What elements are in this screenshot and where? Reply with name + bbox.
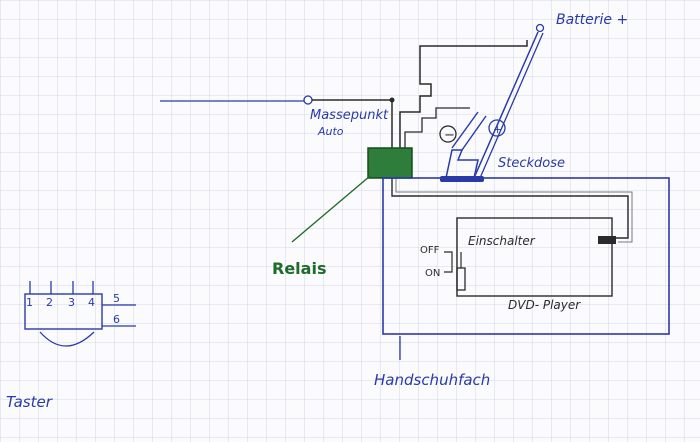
button-body: [24, 293, 103, 330]
battery-plus-wire: [473, 31, 539, 179]
dvd-player-box: [456, 217, 613, 297]
label-off: OFF: [420, 245, 440, 256]
label-minus: −: [444, 128, 455, 143]
dvd-power-wire-2: [395, 178, 633, 243]
label-switch: Einschalter: [468, 234, 536, 248]
socket-minus-wire: [404, 107, 470, 152]
label-socket: Steckdose: [498, 156, 565, 171]
junction-dot: [389, 97, 395, 103]
relay-pointer-line: [291, 175, 371, 243]
button-arc: [39, 331, 95, 347]
battery-terminal-icon: [535, 23, 545, 33]
label-glovebox: Handschuhfach: [374, 371, 490, 389]
label-on: ON: [425, 268, 440, 279]
label-battery: Batterie +: [556, 12, 628, 28]
relay-block: [367, 147, 413, 179]
pin-label-4: 4: [88, 296, 95, 309]
pin-label-3: 3: [68, 296, 75, 309]
pin-label-2: 2: [46, 296, 53, 309]
label-ground-auto: Auto: [317, 125, 344, 138]
label-relay: Relais: [272, 259, 326, 278]
pin-label-6: 6: [113, 313, 120, 326]
socket-base: [440, 176, 484, 182]
plus-circle-icon: [488, 119, 506, 137]
glovebox-outline: [382, 177, 670, 335]
switch-lever: [444, 251, 453, 273]
dvd-power-wire: [391, 178, 629, 239]
pin-label-5: 5: [113, 292, 120, 305]
socket-body: [451, 111, 487, 151]
dvd-plug-icon: [598, 236, 616, 244]
pin-label-1: 1: [26, 296, 33, 309]
label-dvd: DVD- Player: [508, 298, 581, 312]
label-button: Taster: [6, 393, 53, 411]
battery-plus-wire-2: [479, 32, 544, 179]
label-plus: +: [493, 123, 502, 136]
minus-circle-icon: [439, 125, 457, 143]
label-ground: Massepunkt: [310, 108, 389, 123]
minus-wire: [399, 40, 528, 152]
